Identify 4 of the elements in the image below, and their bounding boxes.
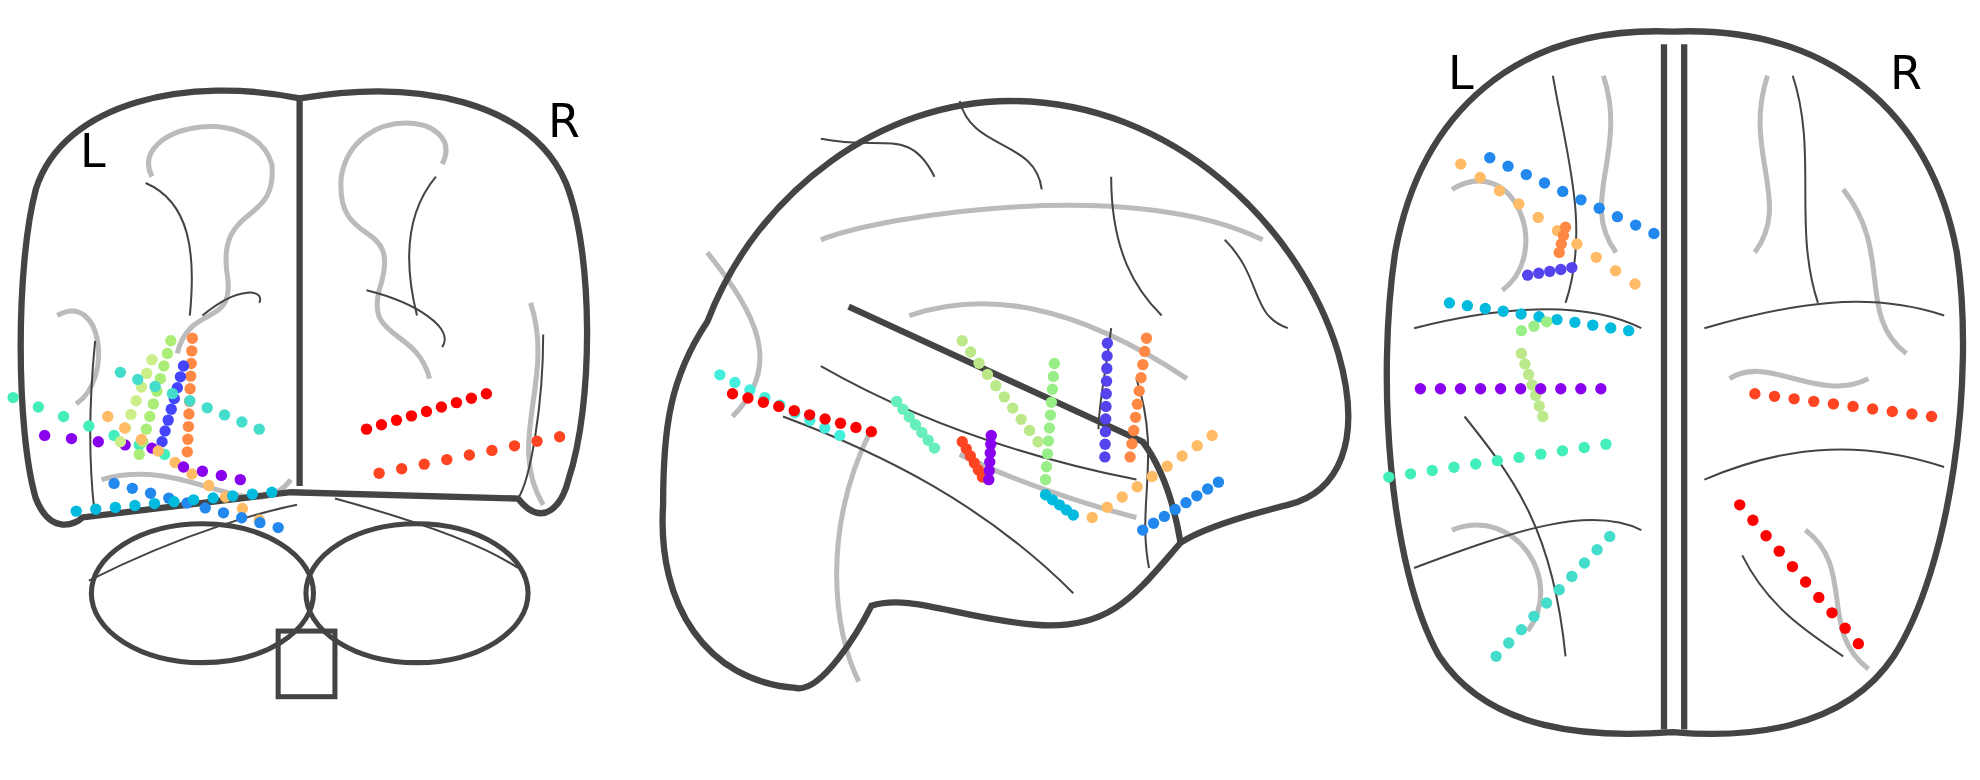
hemisphere-label: L [1448,50,1474,96]
hemisphere-label: R [1890,50,1922,96]
hemisphere-label: R [548,98,580,144]
hemisphere-label: L [80,128,106,174]
